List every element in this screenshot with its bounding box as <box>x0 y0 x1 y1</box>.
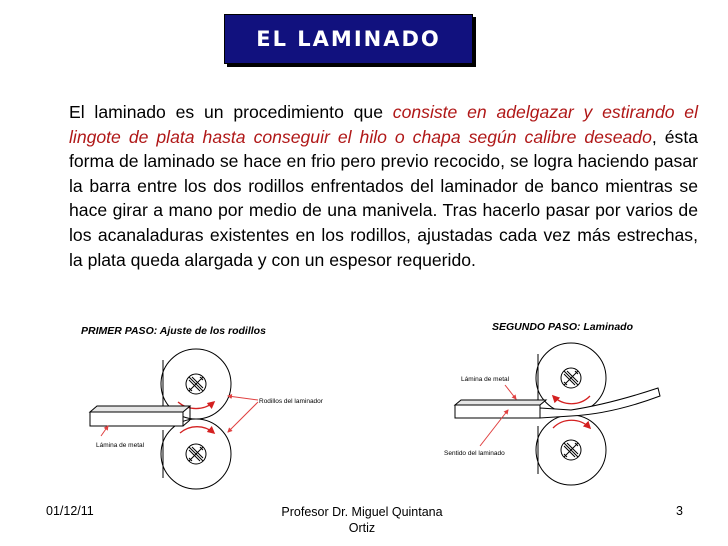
rotation-arrow-icon <box>551 394 591 405</box>
roller-axis-icon <box>560 367 582 389</box>
footer-date: 01/12/11 <box>46 504 94 518</box>
step2-diagram: Lámina de metal Sentido del laminado <box>444 342 661 486</box>
paragraph-text-end: , ésta forma de laminado se hace en frio… <box>69 126 699 270</box>
footer-author: Profesor Dr. Miguel Quintana Ortiz <box>257 504 467 536</box>
step2-title: SEGUNDO PASO: Laminado <box>492 321 634 333</box>
roller-axis-icon <box>560 439 582 461</box>
paragraph-text-start: El laminado es un procedimiento que <box>69 102 393 122</box>
slide-title: EL LAMINADO <box>256 27 441 51</box>
footer-author-line2: Ortiz <box>348 521 376 535</box>
description-paragraph: El laminado es un procedimiento que cons… <box>69 100 698 272</box>
rollers-label: Rodillos del laminador <box>259 398 324 405</box>
roller-axis-icon <box>185 373 207 395</box>
rotation-arrow-icon <box>552 419 592 430</box>
metal-sheet-icon <box>453 399 548 406</box>
footer-author-line1: Profesor Dr. Miguel Quintana <box>281 505 443 519</box>
roller-axis-icon <box>185 443 207 465</box>
title-banner: EL LAMINADO <box>224 14 473 64</box>
rotation-arrow-icon <box>179 425 216 435</box>
metal-sheet-icon <box>88 405 192 413</box>
page-number: 3 <box>676 504 683 518</box>
rotation-arrow-icon <box>177 400 216 410</box>
sheet-label-step2: Lámina de metal <box>461 376 510 383</box>
step1-title: PRIMER PASO: Ajuste de los rodillos <box>81 325 266 337</box>
direction-label: Sentido del laminado <box>444 450 505 457</box>
paragraph-emphasis: consiste en adelgazar y estirando el lin… <box>69 102 698 147</box>
step1-diagram: Rodillos del laminador Lámina de metal <box>88 348 324 490</box>
sheet-label-step1: Lámina de metal <box>96 442 145 449</box>
